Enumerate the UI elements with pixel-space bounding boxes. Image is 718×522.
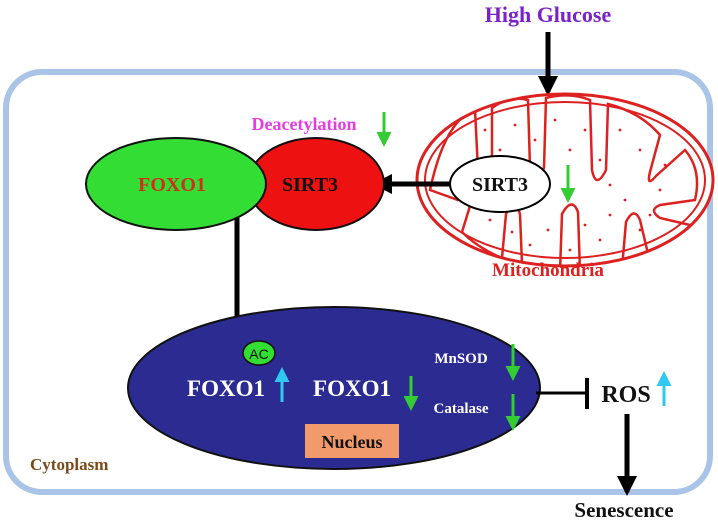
- sirt3-complex-label: SIRT3: [282, 174, 338, 196]
- acetyl-group-label: AC: [249, 346, 268, 362]
- nucleus-label-box: [305, 424, 399, 458]
- senescence-label: Senescence: [574, 498, 673, 522]
- mitochondrion: [415, 92, 715, 268]
- mitochondria-label: Mitochondria: [492, 260, 604, 281]
- nucleus: [127, 306, 541, 470]
- cytoplasm-label: Cytoplasm: [30, 455, 108, 474]
- high-glucose-label: High Glucose: [485, 2, 612, 27]
- mnsod-label: MnSOD: [434, 351, 488, 367]
- ros-label: ROS: [601, 382, 650, 408]
- nucleus-label: Nucleus: [321, 432, 382, 452]
- catalase-label: Catalase: [434, 401, 489, 417]
- foxo1-acetylated-label: FOXO1: [187, 376, 265, 401]
- foxo1-complex-label: FOXO1: [138, 174, 206, 196]
- acetyl-group-tag: [242, 340, 276, 366]
- deacetylation-label: Deacetylation: [252, 114, 357, 134]
- foxo1-nuclear-label: FOXO1: [313, 376, 391, 401]
- foxo1-complex-oval: [85, 137, 267, 231]
- cell-membrane: [3, 69, 713, 495]
- mitochondrial-cristae: [428, 94, 699, 266]
- sirt3-mito-label: SIRT3: [472, 174, 528, 196]
